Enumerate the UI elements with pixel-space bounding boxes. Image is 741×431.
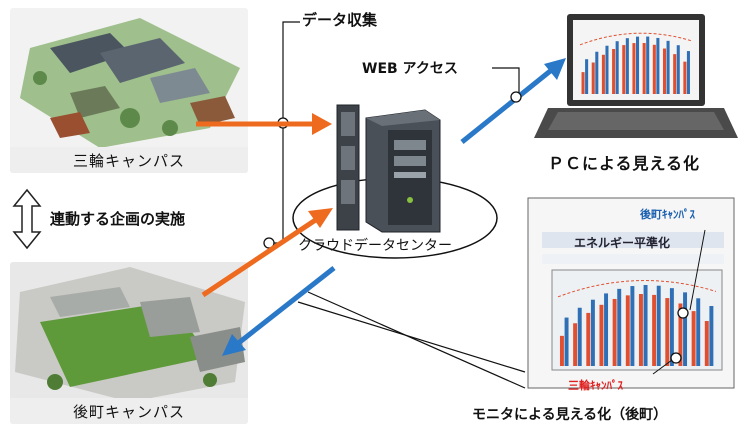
chart-bar <box>605 45 609 94</box>
chart-bar <box>696 298 701 366</box>
chart-bar <box>586 312 591 366</box>
chart-bar <box>632 43 636 94</box>
chart-bar <box>691 311 696 366</box>
server-tower-icon <box>336 104 441 233</box>
chart-curve <box>579 32 693 46</box>
chart-bar <box>601 54 605 94</box>
chart-bar <box>591 62 595 94</box>
monitor-title: エネルギー平準化 <box>574 236 671 250</box>
chart-bar <box>686 51 690 94</box>
chart-bar <box>590 299 595 366</box>
cloud-datacenter-label: クラウドデータセンター <box>298 238 452 254</box>
chart-bar <box>615 41 619 94</box>
web-access-label: WEB アクセス <box>362 61 458 77</box>
chart-bar <box>656 37 660 94</box>
chart-bar <box>652 294 657 366</box>
chart-bar <box>683 61 687 94</box>
chart-bar <box>669 288 674 366</box>
data-collection-label: データ収集 <box>302 11 378 29</box>
chart-bar <box>581 72 585 94</box>
chart-bar <box>612 298 617 366</box>
chart-bar <box>656 285 661 366</box>
pc-visualization-label: ＰＣによる見える化 <box>548 154 701 173</box>
chart-bar <box>625 295 630 366</box>
chart-bar <box>585 59 589 94</box>
chart-bar <box>676 45 680 94</box>
chart-bar <box>604 293 609 366</box>
chart-bar <box>573 323 578 366</box>
chart-bar <box>665 298 670 366</box>
chart-bar <box>662 48 667 94</box>
arrow-server-to-laptop <box>460 66 556 144</box>
chart-bar <box>599 304 604 366</box>
linked-plan-label: 連動する企画の実施 <box>50 210 186 228</box>
monitor-visualization-label: モニタによる見える化（後町） <box>472 407 668 423</box>
chart-bar <box>564 317 569 366</box>
chart-bar <box>704 321 709 366</box>
chart-bar <box>642 42 646 94</box>
campus-top-label: 三輪キャンパス <box>10 147 248 173</box>
chart-bar <box>666 40 670 94</box>
chart-bar <box>630 286 635 366</box>
monitor-chart <box>557 279 717 366</box>
chart-bar <box>577 307 582 366</box>
chart-bar <box>559 335 564 366</box>
campus-top-photo: 三輪キャンパス <box>10 8 248 173</box>
chart-curve <box>557 279 717 298</box>
chart-bar <box>643 285 648 366</box>
campus-bottom-label: 後町キャンパス <box>10 398 248 424</box>
double-arrow-icon <box>12 188 42 250</box>
arrow-bottom-to-server <box>201 214 322 298</box>
chart-bar <box>617 288 622 366</box>
chart-bar <box>673 54 677 94</box>
chart-bar <box>612 48 616 94</box>
chart-bar <box>646 36 650 94</box>
chart-bar <box>683 292 688 366</box>
chart-bar <box>678 303 683 366</box>
chart-bar <box>636 36 640 94</box>
chart-bar <box>625 38 629 94</box>
chart-bar <box>709 306 714 366</box>
arrow-server-to-bottom <box>234 266 336 347</box>
chart-bar <box>595 51 599 94</box>
laptop-chart <box>579 32 693 94</box>
chart-bar <box>638 294 643 366</box>
campus-bottom-photo: 後町キャンパス <box>10 262 248 424</box>
monitor-campus-top: 後町ｷｬﾝﾊﾟｽ <box>640 208 695 221</box>
chart-bar <box>622 45 626 94</box>
monitor-campus-bottom: 三輪ｷｬﾝﾊﾟｽ <box>568 379 623 392</box>
chart-bar <box>652 44 656 94</box>
